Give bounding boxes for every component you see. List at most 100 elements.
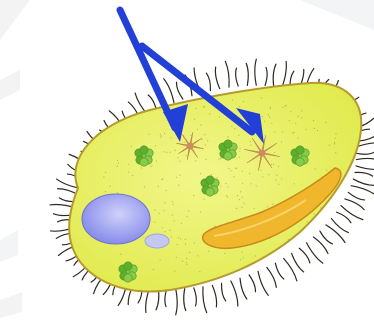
granule: [163, 151, 164, 152]
granule: [176, 177, 177, 178]
granule: [295, 123, 296, 124]
cilium: [231, 281, 238, 306]
granule: [267, 206, 268, 207]
granule: [159, 213, 160, 214]
granule: [194, 243, 195, 244]
granule: [239, 106, 240, 107]
granule: [238, 135, 239, 136]
granule: [166, 190, 167, 191]
granule: [288, 239, 289, 240]
granule: [239, 157, 240, 158]
granule: [268, 174, 269, 175]
granule: [186, 258, 187, 259]
granule: [200, 173, 201, 174]
granule: [201, 139, 202, 140]
granule: [242, 171, 243, 172]
granule: [242, 197, 243, 198]
granule: [174, 271, 175, 272]
granule: [278, 166, 279, 167]
cilium: [246, 63, 248, 85]
cilium: [176, 289, 178, 315]
food-vacuole: [291, 146, 309, 166]
granule: [233, 176, 234, 177]
vacuole-center: [259, 150, 266, 157]
cilium: [355, 172, 373, 176]
granule: [177, 244, 178, 245]
cilium: [212, 285, 216, 307]
granule: [272, 204, 273, 205]
granule: [224, 253, 225, 254]
granule: [120, 254, 121, 255]
cilium: [265, 67, 267, 85]
granule: [240, 148, 241, 149]
granule: [235, 168, 236, 169]
granule: [160, 134, 161, 135]
granule: [271, 123, 272, 124]
food-vacuole: [201, 176, 219, 196]
granule: [293, 132, 294, 133]
granule: [173, 204, 174, 205]
granule: [164, 133, 165, 134]
granule: [143, 237, 144, 238]
granule: [239, 199, 240, 200]
granule: [141, 167, 142, 168]
granule: [186, 264, 187, 265]
granule: [162, 227, 163, 228]
granule: [285, 106, 286, 107]
granule: [204, 199, 205, 200]
cilium: [299, 248, 310, 263]
granule: [270, 108, 271, 109]
granule: [216, 177, 217, 178]
granule: [117, 166, 118, 167]
granule: [229, 168, 230, 169]
granule: [301, 117, 302, 118]
cilium: [206, 73, 210, 91]
granule: [197, 129, 198, 130]
vacuole-lobe: [140, 146, 148, 154]
granule: [155, 145, 156, 146]
granule: [154, 222, 155, 223]
granule: [334, 143, 335, 144]
granule: [281, 178, 282, 179]
cilium: [292, 254, 304, 272]
granule: [250, 145, 251, 146]
granule: [194, 119, 195, 120]
granule: [153, 269, 154, 270]
granule: [185, 244, 186, 245]
granule: [158, 186, 159, 187]
cilium: [353, 179, 374, 185]
granule: [184, 142, 185, 143]
granule: [301, 110, 302, 111]
granule: [197, 255, 198, 256]
granule: [334, 142, 335, 143]
granule: [260, 170, 261, 171]
granule: [220, 186, 221, 187]
granule: [150, 166, 151, 167]
granule: [234, 128, 235, 129]
granule: [149, 134, 150, 135]
granule: [172, 215, 173, 216]
cilium: [357, 158, 374, 160]
granule: [154, 210, 155, 211]
cilium: [215, 67, 219, 89]
granule: [276, 175, 277, 176]
granule: [282, 131, 283, 132]
granule: [176, 257, 177, 258]
granule: [243, 257, 244, 258]
granule: [256, 185, 257, 186]
granule: [105, 191, 106, 192]
granule: [290, 111, 291, 112]
granule: [298, 116, 299, 117]
cilium: [222, 283, 226, 301]
granule: [186, 262, 187, 263]
granule: [231, 126, 232, 127]
granule: [178, 237, 179, 238]
granule: [264, 121, 265, 122]
granule: [305, 129, 306, 130]
vacuole-lobe: [296, 146, 304, 154]
granule: [169, 230, 170, 231]
granule: [182, 261, 183, 262]
granule: [170, 152, 171, 153]
granule: [179, 175, 180, 176]
granule: [325, 122, 326, 123]
